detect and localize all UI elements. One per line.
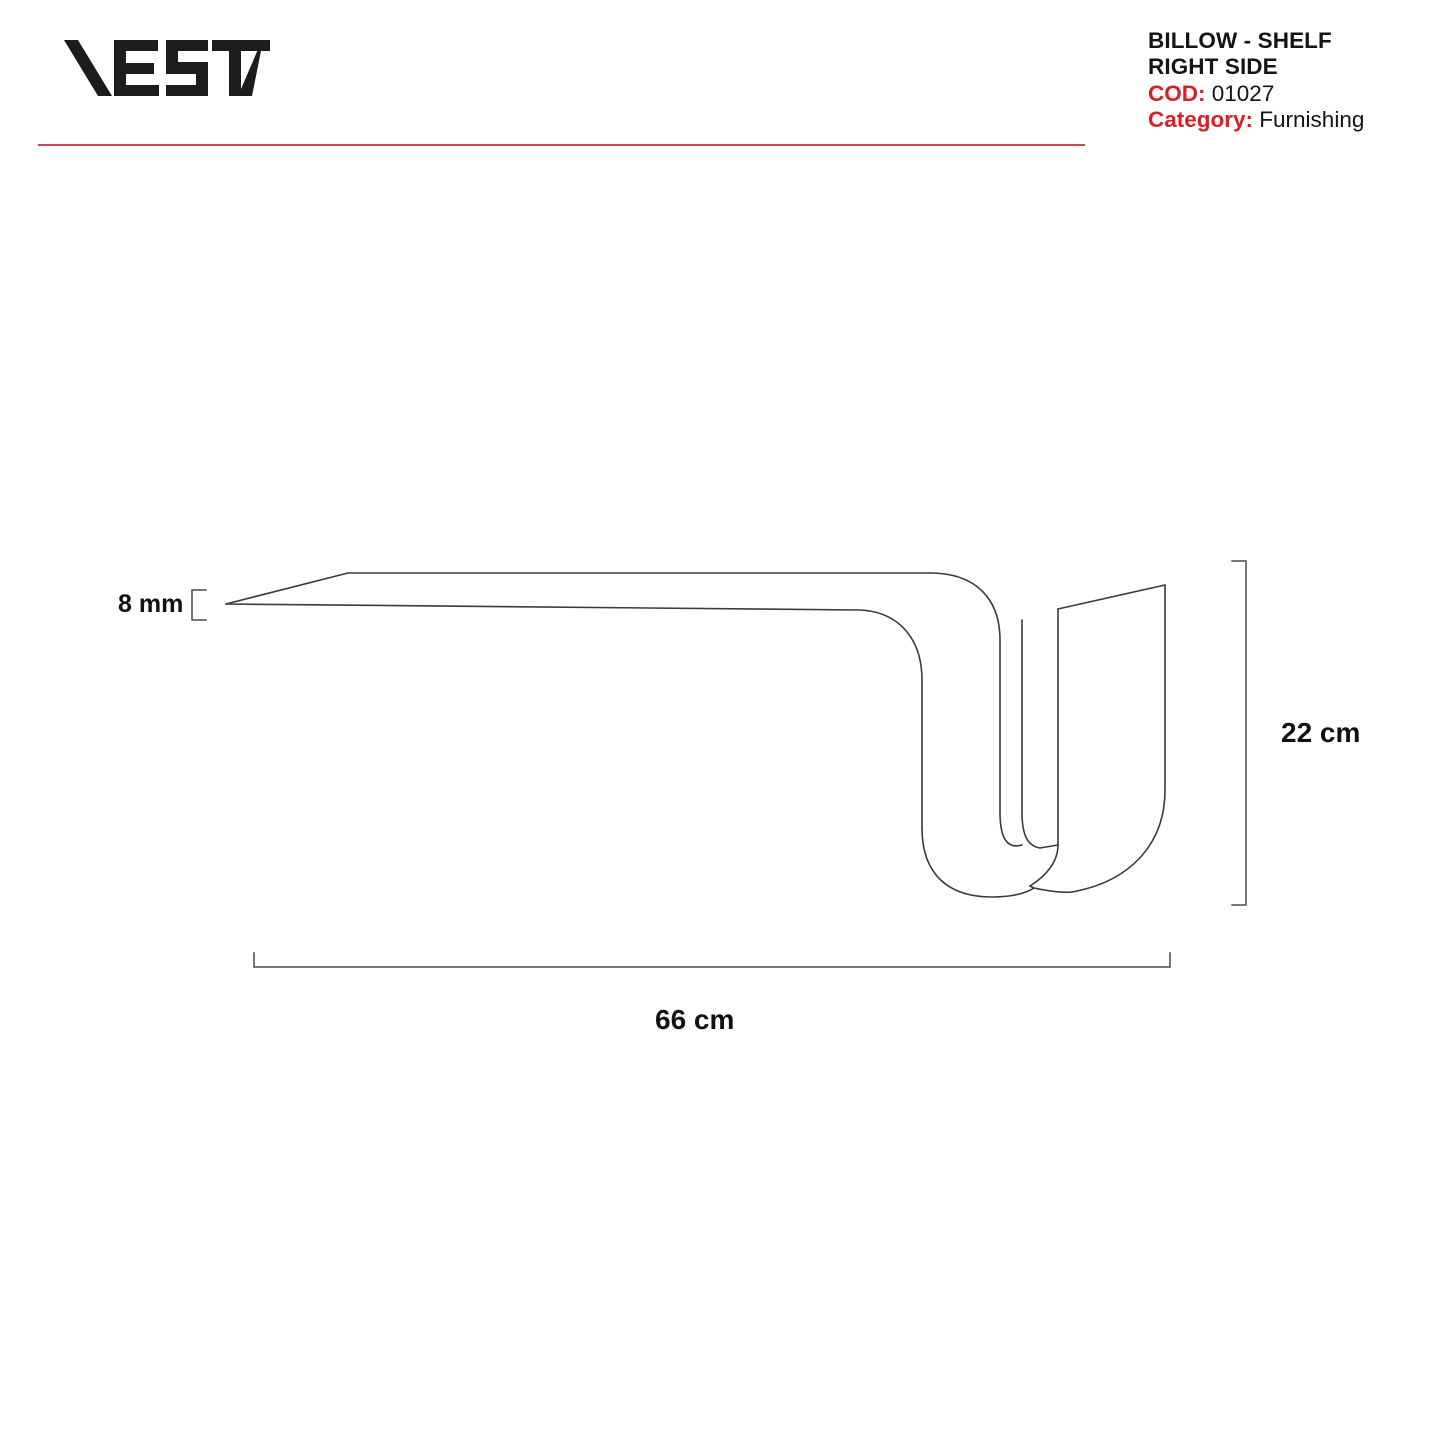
- product-category-label: Category:: [1148, 106, 1254, 132]
- dimension-height-label: 22 cm: [1281, 717, 1361, 748]
- product-category-value: Furnishing: [1259, 106, 1365, 132]
- product-category: Category: Furnishing: [1148, 107, 1428, 133]
- product-code-value: 01027: [1211, 80, 1275, 106]
- product-code: COD: 01027: [1148, 81, 1428, 107]
- vesta-logo: [62, 38, 272, 100]
- product-code-label: COD:: [1148, 80, 1206, 106]
- header-divider: [38, 144, 1085, 146]
- dimension-width-label: 66 cm: [655, 1004, 735, 1035]
- dimension-thickness-label: 8 mm: [118, 590, 184, 618]
- product-title-line-1: BILLOW - SHELF: [1148, 28, 1332, 53]
- product-title-line-2: RIGHT SIDE: [1148, 54, 1278, 80]
- title-block: BILLOW - SHELF RIGHT SIDE COD: 01027 Cat…: [1148, 28, 1428, 133]
